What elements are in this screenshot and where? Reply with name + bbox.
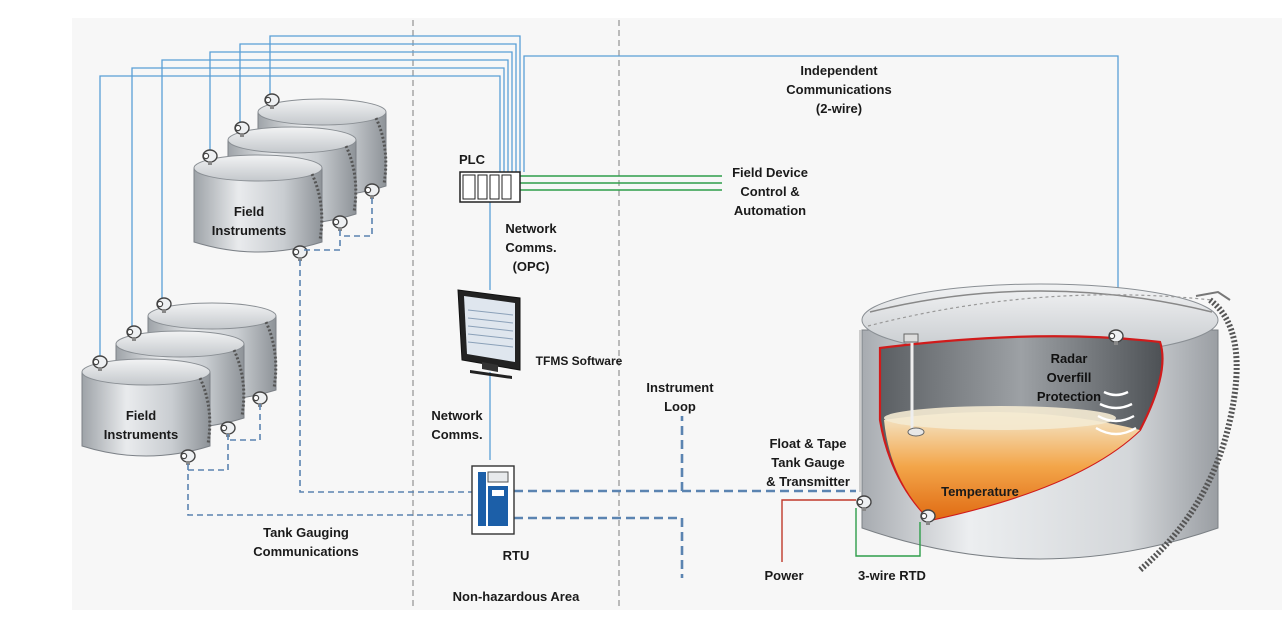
network-comms-opc-label: Network Comms. (OPC) bbox=[505, 221, 557, 274]
sensor-head-icon bbox=[364, 183, 380, 200]
sensor-head-icon bbox=[332, 215, 348, 232]
storage-tank bbox=[861, 283, 1240, 573]
field-instruments-top-label: Field Instruments bbox=[211, 204, 287, 238]
rtu-field-links bbox=[514, 416, 856, 578]
computer-monitor-icon bbox=[457, 289, 521, 379]
control-lines bbox=[520, 175, 722, 191]
sensor-head-icon bbox=[180, 449, 196, 466]
field-wiring bbox=[781, 499, 921, 562]
plc-label: PLC bbox=[459, 152, 485, 167]
plc-rack-icon bbox=[459, 171, 521, 203]
radar-waves-icon bbox=[1095, 390, 1137, 436]
field-device-control-label: Field Device Control & Automation bbox=[732, 165, 808, 218]
three-wire-rtd-label: 3-wire RTD bbox=[858, 568, 926, 583]
rtu-label: RTU bbox=[502, 548, 530, 563]
sensor-head-icon bbox=[292, 245, 308, 262]
instrument-comm-lines bbox=[99, 35, 1119, 460]
field-instruments-bottom-label: Field Instruments bbox=[103, 408, 179, 442]
temperature-label: Temperature bbox=[941, 484, 1019, 499]
tfms-software-label: TFMS Software bbox=[535, 354, 623, 368]
non-hazardous-area-label: Non-hazardous Area bbox=[452, 589, 580, 604]
instrument-loop-label: Instrument Loop bbox=[646, 380, 714, 414]
float-tape-gauge-label: Float & Tape Tank Gauge & Transmitter bbox=[766, 436, 850, 489]
network-comms-label: Network Comms. bbox=[431, 408, 483, 442]
power-label: Power bbox=[764, 568, 804, 583]
tank-gauging-comms-label: Tank Gauging Communications bbox=[253, 525, 359, 559]
independent-comms-label: Independent Communications (2-wire) bbox=[786, 63, 892, 116]
rtu-module-icon bbox=[471, 465, 515, 535]
radar-overfill-label: Radar Overfill Protection bbox=[1036, 351, 1102, 404]
tank-gauging-links bbox=[187, 198, 472, 516]
